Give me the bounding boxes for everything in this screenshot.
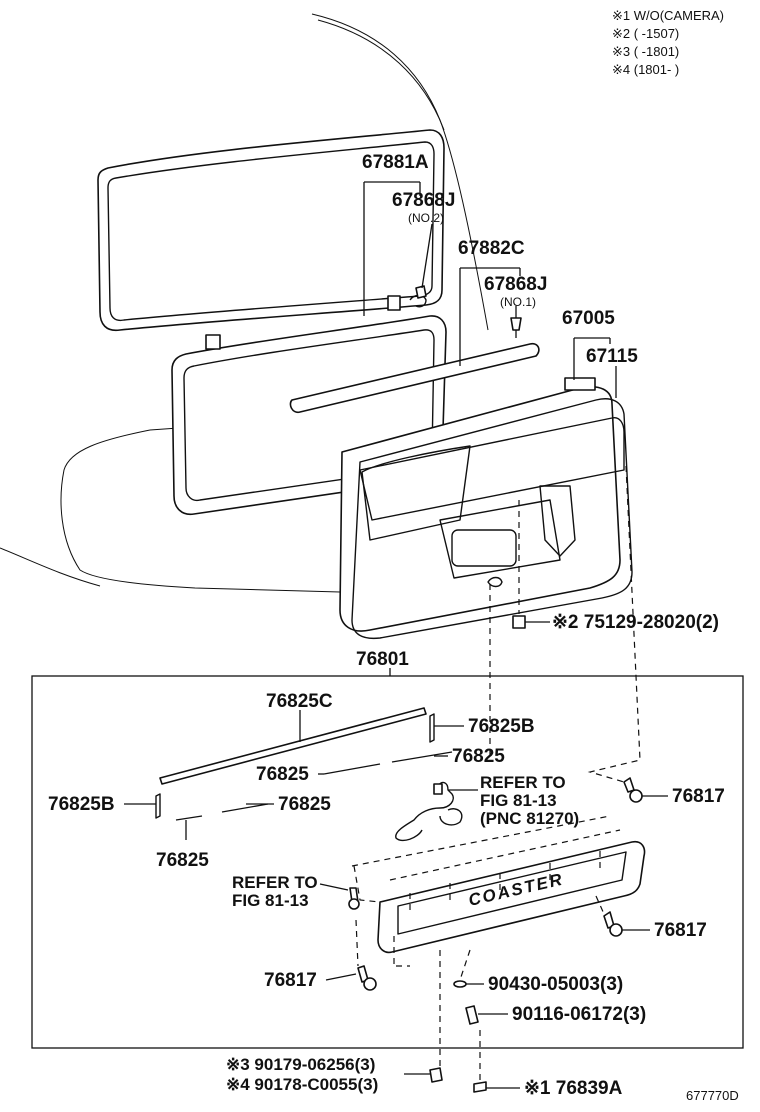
screw-refer-81-13 bbox=[348, 887, 360, 910]
bracket-76839A bbox=[473, 1081, 487, 1093]
refer2-line1: REFER TO bbox=[232, 873, 318, 892]
label-67868J-top[interactable]: 67868J bbox=[392, 190, 455, 211]
group-box-76801 bbox=[31, 675, 744, 1049]
label-90430-05003[interactable]: 90430-05003(3) bbox=[488, 974, 623, 995]
label-76825-c[interactable]: 76825 bbox=[278, 794, 331, 815]
label-76817-b[interactable]: 76817 bbox=[654, 920, 707, 941]
nut-90430-05003 bbox=[453, 980, 467, 988]
screw-90116-06172 bbox=[465, 1005, 479, 1025]
label-no2: (NO.2) bbox=[408, 211, 444, 225]
fastener-76817-left bbox=[357, 965, 377, 991]
note-1: ※1 W/O(CAMERA) bbox=[612, 8, 724, 23]
refer-fig-81-13-line2[interactable]: FIG 81-13 bbox=[480, 791, 557, 810]
label-76817-c[interactable]: 76817 bbox=[264, 970, 317, 991]
label-76825C[interactable]: 76825C bbox=[266, 691, 333, 712]
label-76825B-right[interactable]: 76825B bbox=[468, 716, 535, 737]
dashed-reference-lines bbox=[355, 465, 641, 1084]
refer-fig-81-13-line3: (PNC 81270) bbox=[480, 809, 579, 828]
clip-67868J-no1 bbox=[510, 317, 522, 338]
refer-fig-81-13-line1: REFER TO bbox=[480, 773, 566, 792]
note-4: ※4 (1801- ) bbox=[612, 62, 679, 77]
figure-id: 677770D bbox=[686, 1088, 739, 1103]
label-90178-C0055[interactable]: ※4 90178-C0055(3) bbox=[226, 1075, 378, 1094]
moulding-76825C bbox=[155, 707, 435, 819]
note-2: ※2 ( -1507) bbox=[612, 26, 679, 41]
label-76825-b[interactable]: 76825 bbox=[256, 764, 309, 785]
weatherstrip-67882C bbox=[289, 342, 540, 414]
part-labels: 67881A 67868J (NO.2) 67882C 67868J (NO.1… bbox=[48, 152, 739, 1103]
label-90116-06172[interactable]: 90116-06172(3) bbox=[512, 1004, 646, 1025]
rear-window-glass bbox=[97, 129, 445, 332]
label-75129-28020[interactable]: ※2 75129-28020(2) bbox=[552, 612, 719, 633]
camera-wire-harness bbox=[395, 781, 463, 842]
label-90179-06256[interactable]: ※3 90179-06256(3) bbox=[226, 1055, 375, 1074]
note-3: ※3 ( -1801) bbox=[612, 44, 679, 59]
refer2-line2[interactable]: FIG 81-13 bbox=[232, 891, 309, 910]
label-no1: (NO.1) bbox=[500, 295, 536, 309]
label-76825-d[interactable]: 76825 bbox=[156, 850, 209, 871]
label-76839A[interactable]: ※1 76839A bbox=[524, 1078, 623, 1099]
moulding-76825-segments bbox=[175, 751, 453, 821]
label-67868J-mid[interactable]: 67868J bbox=[484, 274, 547, 295]
label-76825-a[interactable]: 76825 bbox=[452, 746, 505, 767]
fastener-76817-right-lower bbox=[603, 911, 623, 937]
label-67115[interactable]: 67115 bbox=[586, 346, 638, 367]
leader-lines bbox=[124, 181, 668, 1089]
label-67881A[interactable]: 67881A bbox=[362, 152, 429, 173]
clip-67868J-no2 bbox=[415, 285, 427, 299]
clip-90179-90178 bbox=[429, 1067, 443, 1083]
label-76801[interactable]: 76801 bbox=[356, 649, 409, 670]
label-76817-a[interactable]: 76817 bbox=[672, 786, 725, 807]
back-door-panel bbox=[339, 377, 633, 640]
applicability-notes: ※1 W/O(CAMERA) ※2 ( -1507) ※3 ( -1801) ※… bbox=[612, 8, 724, 77]
fastener-76817-right-upper bbox=[623, 777, 643, 803]
label-67005[interactable]: 67005 bbox=[562, 308, 615, 329]
label-67882C[interactable]: 67882C bbox=[458, 238, 525, 259]
rear-garnish: COASTER bbox=[351, 815, 646, 954]
label-76825B-left[interactable]: 76825B bbox=[48, 794, 115, 815]
